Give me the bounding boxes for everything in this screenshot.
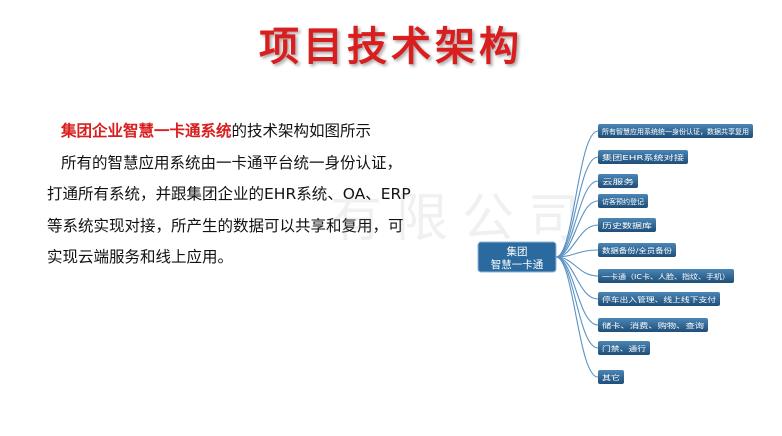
branch-node: 门禁、通行 bbox=[598, 341, 650, 355]
branch-connector bbox=[555, 130, 599, 258]
intro-line-4: 等系统实现对接，所产生的数据可以共享和复用，可 bbox=[47, 216, 404, 235]
branch-node-box bbox=[598, 218, 656, 232]
branch-connector bbox=[555, 256, 599, 349]
branch-connector bbox=[555, 156, 599, 258]
center-node: 集团 智慧一卡通 bbox=[477, 241, 557, 273]
intro-line-1-rest: 的技术架构如图所示 bbox=[231, 122, 372, 140]
branch-node: 停车出入管理、线上线下支付 bbox=[598, 292, 720, 306]
branch-connector bbox=[555, 256, 599, 378]
page-title: 项目技术架构 bbox=[259, 24, 523, 70]
branch-node: 所有智慧应用系统统一身份认证，数据共享复用 bbox=[598, 124, 753, 138]
branch-node: 数据备份/全员备份 bbox=[598, 243, 676, 257]
branch-node: 历史数据库 bbox=[598, 218, 656, 232]
branch-node-box bbox=[598, 124, 753, 138]
intro-line-2: 所有的智慧应用系统由一卡通平台统一身份认证， bbox=[61, 153, 403, 172]
branch-node: 云服务 bbox=[598, 174, 638, 188]
branch-node-label: 云服务 bbox=[602, 177, 634, 186]
intro-line-1: 集团企业智慧一卡通系统的技术架构如图所示 bbox=[47, 116, 427, 148]
branch-node-label: 门禁、通行 bbox=[602, 344, 646, 353]
branch-node-label: 储卡、消费、购物、查询 bbox=[602, 321, 704, 330]
branch-node: 集团EHR系统对接 bbox=[598, 150, 688, 164]
branch-connector bbox=[555, 224, 599, 258]
branch-node-box bbox=[598, 341, 650, 355]
branch-node: 访客预约登记 bbox=[598, 194, 648, 208]
branch-node: 一卡通（IC卡、人脸、指纹、手机） bbox=[598, 269, 734, 283]
intro-paragraph: 集团企业智慧一卡通系统的技术架构如图所示 所有的智慧应用系统由一卡通平台统一身份… bbox=[47, 116, 427, 274]
branch-node-box bbox=[598, 269, 734, 283]
branch-connector bbox=[555, 200, 599, 258]
branch-node-box bbox=[598, 150, 688, 164]
branch-node-box bbox=[598, 174, 638, 188]
branch-node-label: 历史数据库 bbox=[602, 221, 652, 230]
center-node-label-2: 智慧一卡通 bbox=[491, 258, 544, 271]
branch-node: 储卡、消费、购物、查询 bbox=[598, 318, 708, 332]
branch-node-label: 其它 bbox=[602, 373, 620, 382]
branch-node-label: 数据备份/全员备份 bbox=[602, 246, 672, 255]
intro-line-5: 实现云端服务和线上应用。 bbox=[47, 248, 234, 266]
system-name-highlight: 集团企业智慧一卡通系统 bbox=[61, 122, 232, 140]
center-node-label-1: 集团 bbox=[507, 245, 528, 258]
branch-node-label: 停车出入管理、线上线下支付 bbox=[602, 295, 716, 304]
branch-node-box bbox=[598, 292, 720, 306]
branch-node-box bbox=[598, 370, 624, 384]
branch-node: 其它 bbox=[598, 370, 624, 384]
branch-node-box bbox=[598, 194, 648, 208]
intro-line-3: 打通所有系统，并跟集团企业的EHR系统、OA、ERP bbox=[47, 185, 411, 203]
branch-connector bbox=[555, 180, 599, 258]
branch-node-label: 集团EHR系统对接 bbox=[602, 153, 684, 162]
center-node-box bbox=[477, 241, 557, 273]
branch-node-box bbox=[598, 243, 676, 257]
branch-node-box bbox=[598, 318, 708, 332]
branch-node-label: 访客预约登记 bbox=[602, 197, 644, 206]
branch-connector bbox=[555, 249, 599, 258]
branch-node-label: 所有智慧应用系统统一身份认证，数据共享复用 bbox=[602, 127, 749, 136]
branch-node-label: 一卡通（IC卡、人脸、指纹、手机） bbox=[602, 272, 730, 281]
